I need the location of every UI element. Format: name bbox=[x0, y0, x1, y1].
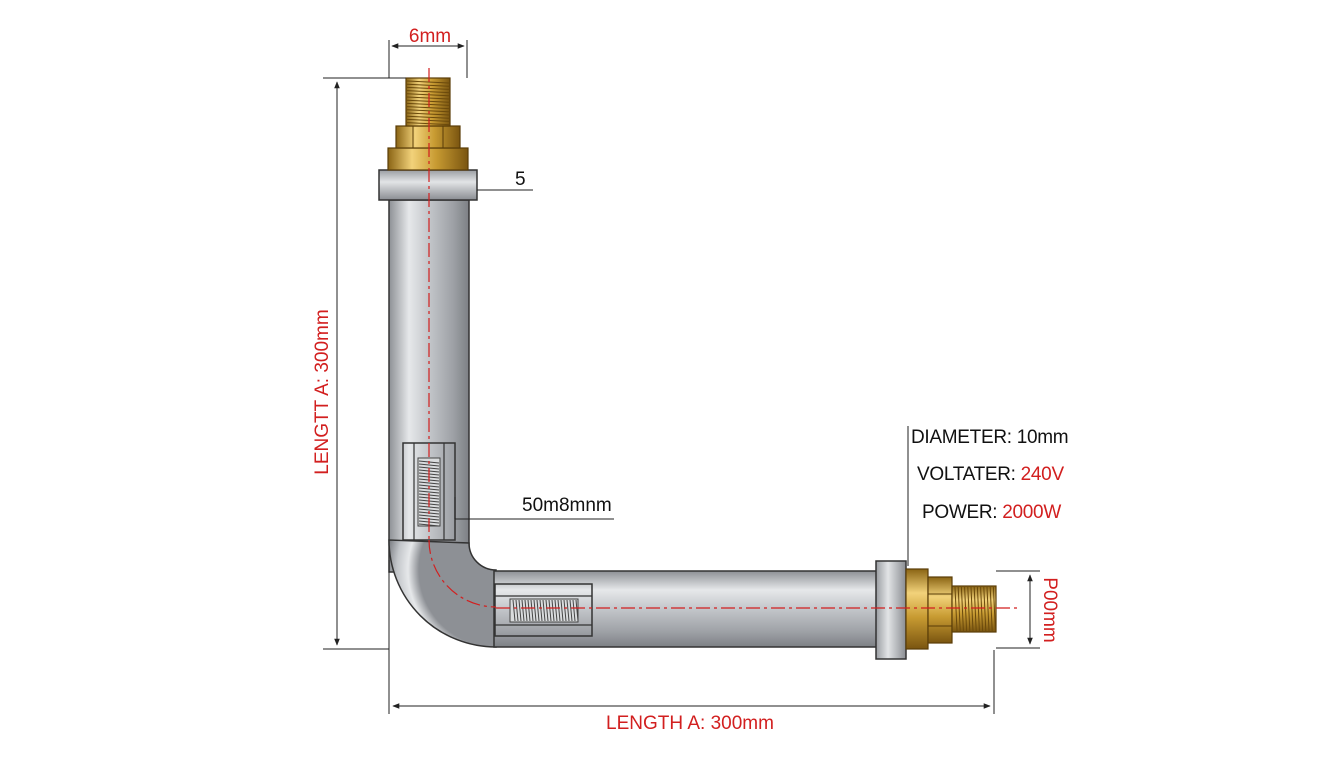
hatch-line bbox=[569, 599, 573, 622]
hatch-line bbox=[566, 599, 570, 622]
vertical-spring-section bbox=[402, 442, 456, 541]
hatch-line bbox=[406, 118, 450, 122]
hatch-line bbox=[406, 93, 450, 97]
hatch-line bbox=[980, 586, 984, 632]
tube-elbow bbox=[388, 539, 497, 648]
spec-power: POWER: 2000W bbox=[922, 502, 1061, 524]
top-brass-washer bbox=[387, 147, 469, 171]
hatch-line bbox=[970, 586, 974, 632]
hatch-line bbox=[545, 599, 549, 622]
hatch-line bbox=[557, 599, 561, 622]
hatch-line bbox=[406, 83, 450, 87]
hatch-line bbox=[989, 586, 993, 632]
hatch-line bbox=[563, 599, 567, 622]
hatch-line bbox=[406, 102, 450, 106]
hatch-line bbox=[572, 599, 576, 622]
top-threaded-stud bbox=[405, 77, 451, 127]
horizontal-length-label: LENGTH A: 300mm bbox=[606, 713, 774, 734]
hatch-line bbox=[533, 599, 537, 622]
right-hex-nut bbox=[927, 576, 953, 644]
hatch-line bbox=[530, 599, 534, 622]
hatch-line bbox=[992, 586, 996, 632]
hatch-line bbox=[418, 481, 440, 485]
hatch-line bbox=[524, 599, 528, 622]
spec-diameter-value: 10mm bbox=[1016, 427, 1069, 448]
vertical-length-label: LENGTT A: 300mm bbox=[312, 309, 333, 474]
hatch-line bbox=[406, 122, 450, 126]
hatch-line bbox=[976, 586, 980, 632]
hatch-line bbox=[539, 599, 543, 622]
hatch-line bbox=[406, 115, 450, 119]
horizontal-spring-section bbox=[494, 583, 593, 637]
flange-thickness-label: 5 bbox=[515, 169, 526, 190]
hatch-line bbox=[418, 490, 440, 494]
hatch-line bbox=[964, 586, 968, 632]
hatch-line bbox=[515, 599, 519, 622]
hatch-line bbox=[560, 599, 564, 622]
hatch-line bbox=[548, 599, 552, 622]
hatch-line bbox=[406, 112, 450, 116]
top-width-label: 6mm bbox=[409, 26, 451, 47]
hatch-line bbox=[406, 106, 450, 110]
hatch-line bbox=[536, 599, 540, 622]
spec-voltage-label: VOLTATER: bbox=[917, 464, 1016, 485]
hatch-line bbox=[554, 599, 558, 622]
spec-diameter-label: DIAMETER: bbox=[911, 427, 1012, 448]
hatch-line bbox=[406, 96, 450, 100]
hatch-line bbox=[406, 99, 450, 103]
hatch-line bbox=[973, 586, 977, 632]
hatch-line bbox=[406, 80, 450, 84]
spec-power-label: POWER: bbox=[922, 502, 998, 523]
spec-voltage-value: 240V bbox=[1020, 464, 1064, 485]
hatch-line bbox=[957, 586, 961, 632]
hatch-line bbox=[418, 508, 440, 512]
right-flange bbox=[875, 560, 907, 660]
right-brass-washer bbox=[905, 568, 929, 650]
hatch-line bbox=[551, 599, 555, 622]
hatch-line bbox=[406, 109, 450, 113]
hatch-line bbox=[967, 586, 971, 632]
hatch-line bbox=[983, 586, 987, 632]
hatch-line bbox=[960, 586, 964, 632]
top-hex-nut bbox=[395, 125, 461, 149]
spec-voltage: VOLTATER: 240V bbox=[917, 464, 1064, 486]
top-flange bbox=[378, 169, 478, 201]
hatch-line bbox=[542, 599, 546, 622]
spec-diameter: DIAMETER: 10mm bbox=[911, 427, 1069, 449]
hatch-line bbox=[986, 586, 990, 632]
hatch-line bbox=[954, 586, 958, 632]
hatch-line bbox=[406, 86, 450, 90]
centerlines bbox=[428, 68, 1018, 609]
hatch-line bbox=[418, 463, 440, 467]
spring-label: 50m8mnm bbox=[522, 495, 612, 516]
right-height-label: P00mm bbox=[1039, 577, 1060, 642]
hatch-line bbox=[521, 599, 525, 622]
hatch-line bbox=[527, 599, 531, 622]
right-threaded-stud bbox=[951, 585, 997, 633]
spec-power-value: 2000W bbox=[1002, 502, 1061, 523]
hatch-line bbox=[406, 90, 450, 94]
hatch-line bbox=[512, 599, 516, 622]
hatch-line bbox=[418, 514, 440, 518]
dimension-lines bbox=[323, 40, 1040, 714]
hatch-line bbox=[518, 599, 522, 622]
hatch-line bbox=[575, 599, 579, 622]
